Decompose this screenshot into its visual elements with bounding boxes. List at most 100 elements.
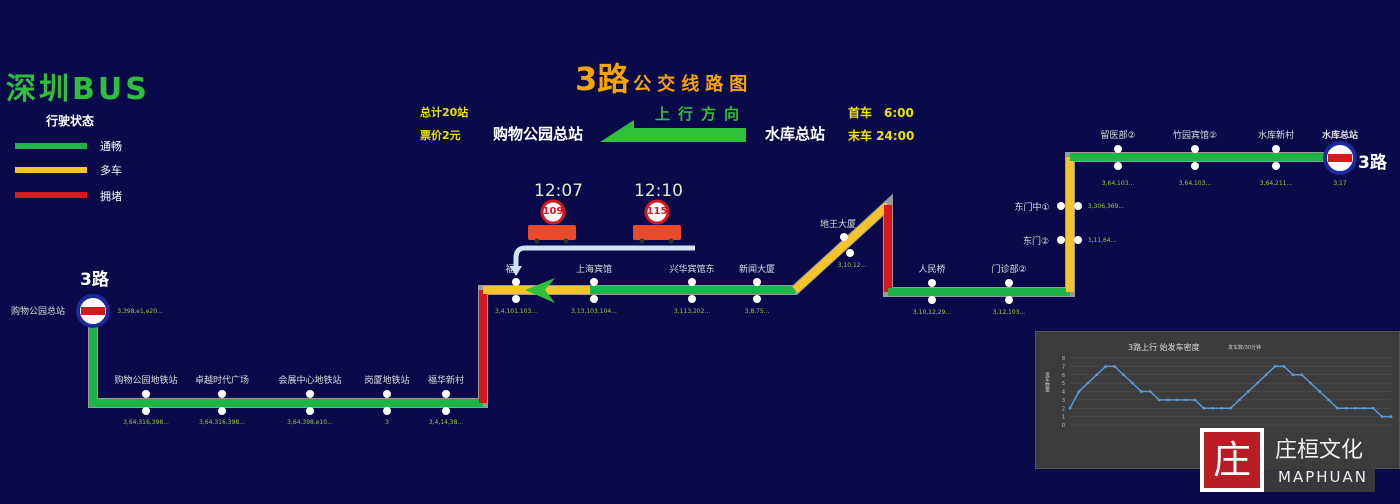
chart-point <box>1104 364 1108 368</box>
page-title: 3路公交线路图 <box>575 60 754 98</box>
chart-point <box>1318 390 1322 393</box>
route-label-start: 3路 <box>80 270 109 290</box>
chart-point <box>1202 406 1206 410</box>
chart-point <box>1345 406 1348 410</box>
station-name[interactable]: 福华新村 <box>427 376 465 386</box>
chart-point <box>1175 398 1179 402</box>
station-name[interactable]: 竹园宾馆② <box>1172 131 1218 141</box>
station-lines: 3,4,101,103... <box>495 308 537 315</box>
station-name[interactable]: 兴华宾馆东 <box>669 265 715 275</box>
legend-swatch-busy <box>15 167 87 173</box>
arrival-arrow-icon <box>513 245 695 268</box>
station-name[interactable]: 购物公园总站 <box>10 307 66 317</box>
chart-ytick: 1 <box>1062 415 1065 421</box>
segment-clear <box>89 320 483 407</box>
station-name[interactable]: 会展中心地铁站 <box>278 376 342 386</box>
station-lines: 3,4,14,38... <box>428 419 464 426</box>
chart-ytick: 8 <box>1062 356 1065 362</box>
bus-number[interactable]: 115 <box>646 206 668 217</box>
chart-point <box>1371 406 1375 410</box>
last-bus: 末车 24:00 <box>848 129 915 143</box>
chart-point <box>1193 398 1197 402</box>
bus-arrival-time: 12:07 <box>534 181 583 201</box>
legend-swatch-jam <box>15 192 87 198</box>
chart-point <box>1255 381 1259 385</box>
station-lines: 3,17 <box>1333 180 1347 187</box>
station-name[interactable]: 卓越时代广场 <box>194 376 250 386</box>
segment-busy <box>792 202 891 293</box>
station-lines: 3,8,75... <box>744 308 770 315</box>
chart-point <box>1246 390 1250 393</box>
terminal-end-icon <box>1323 141 1357 175</box>
station-lines: 3,64,103... <box>1101 180 1135 187</box>
bus-number[interactable]: 109 <box>542 206 564 217</box>
bus-icon <box>528 225 576 244</box>
logo-text-en: MAPHUAN <box>1278 468 1368 486</box>
chart-point <box>1077 390 1081 393</box>
station-name[interactable]: 福 <box>505 265 515 275</box>
station-lines: 3,12,103... <box>992 309 1026 316</box>
total-stations: 总计20站 <box>420 106 469 119</box>
station-name[interactable]: 东门中① <box>1014 203 1050 213</box>
chart-point <box>1291 373 1295 377</box>
origin-terminal: 购物公园总站 <box>493 125 584 143</box>
direction-label: 上行方向 <box>655 105 748 123</box>
chart-point <box>1148 390 1152 393</box>
station-lines: 3,64,103... <box>1178 180 1212 187</box>
chart-point <box>1211 406 1215 410</box>
arrival-arrowhead-icon <box>510 266 522 276</box>
station-name[interactable]: 上海宾馆 <box>575 265 613 275</box>
station-lines: 3,398,e1,e20... <box>117 308 163 315</box>
chart-point <box>1184 398 1188 402</box>
station-name[interactable]: 东门② <box>1022 237 1050 247</box>
chart-ytick: 6 <box>1062 373 1065 379</box>
station-name[interactable]: 新闻大厦 <box>738 265 776 275</box>
logo-seal-icon: 庄 <box>1200 428 1264 492</box>
chart-point <box>1362 406 1366 410</box>
legend-label-busy: 多车 <box>100 164 122 177</box>
station-lines: 3,64,316,398... <box>199 419 245 426</box>
chart-point <box>1122 373 1125 377</box>
bus-number-badge <box>540 199 566 225</box>
chart-point <box>1336 406 1339 410</box>
station-lines: 3,13,103,104... <box>571 308 617 315</box>
station-lines: 3,64,398,e10... <box>287 419 333 426</box>
bus-arrival-time: 12:10 <box>634 181 683 201</box>
chart-ytick: 5 <box>1062 381 1065 387</box>
chart-title: 3路上行 始发车密度 <box>1128 343 1200 352</box>
station-lines: 3,306,369... <box>1087 203 1125 210</box>
chart-ytick: 3 <box>1062 398 1065 404</box>
chart-point <box>1220 406 1223 410</box>
station-name[interactable]: 购物公园地铁站 <box>114 376 178 386</box>
chart-point <box>1068 406 1072 410</box>
chart-point <box>1264 373 1268 377</box>
station-lines: 3,113,202... <box>673 308 711 315</box>
bus-icon <box>633 225 681 244</box>
chart-point <box>1282 364 1286 368</box>
station-name[interactable]: 门诊部② <box>991 265 1027 275</box>
station-name[interactable]: 人民桥 <box>918 265 946 275</box>
first-bus: 首车 6:00 <box>848 106 914 120</box>
station-name[interactable]: 水库总站 <box>1321 131 1359 141</box>
chart-point <box>1131 381 1134 385</box>
direction-arrow-icon <box>600 120 746 142</box>
station-name[interactable]: 岗厦地铁站 <box>364 376 410 386</box>
station-lines: 3,11,64... <box>1087 237 1117 244</box>
station-lines: 3,10,12,29... <box>912 309 952 316</box>
station-lines: 3,64,211... <box>1259 180 1293 187</box>
chart-point <box>1300 373 1304 377</box>
legend-label-jam: 拥堵 <box>100 190 122 203</box>
station-name[interactable]: 地王大厦 <box>819 220 857 230</box>
chart-point <box>1353 406 1357 410</box>
station-dots <box>142 145 1280 415</box>
brand-title: 深圳BUS <box>6 72 150 107</box>
terminal-start-icon <box>76 294 110 328</box>
chart-ylabel: 发车数量 <box>1044 372 1050 392</box>
station-name[interactable]: 水库新村 <box>1257 131 1295 141</box>
chart-point <box>1327 398 1330 402</box>
chart-ytick: 2 <box>1062 406 1065 412</box>
chart-point <box>1273 364 1277 368</box>
station-name[interactable]: 留医部② <box>1100 131 1136 141</box>
